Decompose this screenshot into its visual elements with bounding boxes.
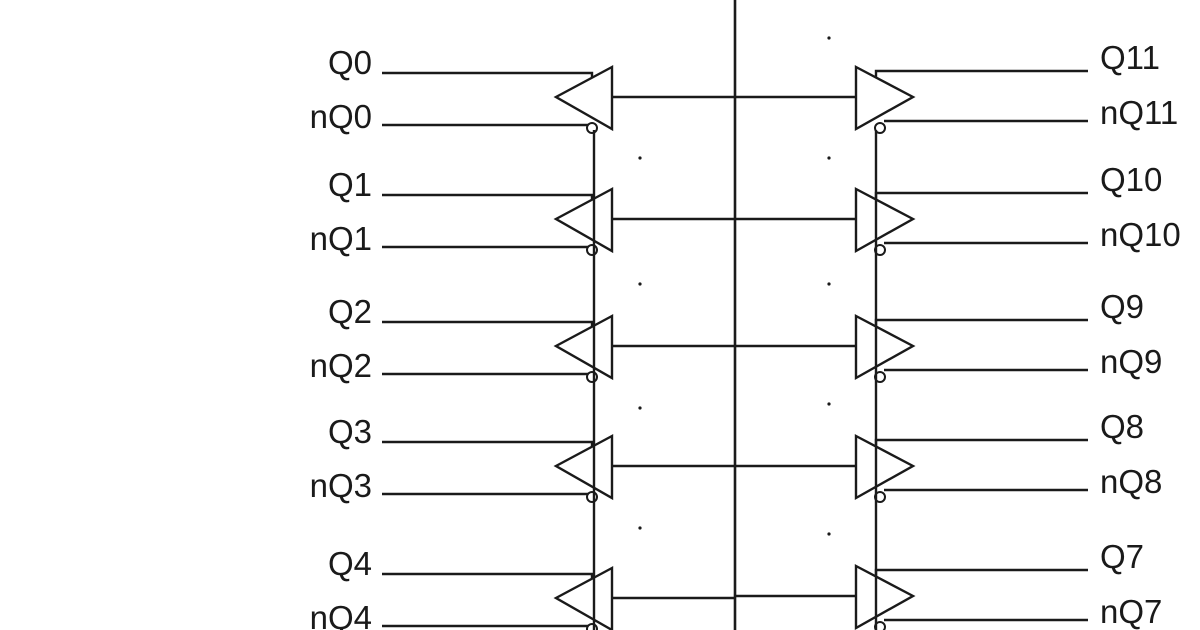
dot-marker — [827, 282, 831, 286]
buffer-symbol — [854, 314, 916, 381]
q-output-wire — [382, 440, 594, 452]
inversion-bubble — [586, 244, 598, 256]
inversion-bubble — [586, 623, 598, 630]
dot-markers — [638, 36, 831, 536]
right-buffer-row: Q10 nQ10 — [735, 161, 1181, 256]
q-output-wire — [382, 320, 594, 332]
nq-label: nQ4 — [310, 599, 372, 630]
dot-marker — [638, 406, 642, 410]
dot-marker — [638, 282, 642, 286]
q-label: Q9 — [1100, 288, 1144, 325]
q-label: Q4 — [328, 545, 372, 582]
buffer-symbol — [854, 434, 916, 501]
nq-label: nQ11 — [1100, 94, 1178, 131]
q-output-wire — [874, 69, 1088, 83]
q-label: Q1 — [328, 166, 372, 203]
inversion-bubble — [586, 371, 598, 383]
nq-label: nQ3 — [310, 467, 372, 504]
nq-label: nQ0 — [310, 98, 372, 135]
inversion-bubble — [874, 122, 886, 134]
buffer-symbol — [553, 64, 614, 132]
nq-label: nQ2 — [310, 347, 372, 384]
dot-marker — [827, 532, 831, 536]
buffer-symbol — [553, 186, 614, 254]
dot-marker — [638, 156, 642, 160]
inversion-bubble — [586, 491, 598, 503]
q-output-wire — [382, 193, 594, 205]
buffer-symbol — [553, 565, 614, 630]
buffer-symbol — [854, 187, 916, 254]
q-output-wire — [382, 572, 594, 584]
nq-label: nQ7 — [1100, 593, 1162, 630]
q-label: Q11 — [1100, 39, 1160, 76]
nq-label: nQ8 — [1100, 463, 1162, 500]
dot-marker — [827, 402, 831, 406]
left-buffer-row: Q4 nQ4 — [310, 545, 735, 630]
q-output-wire — [874, 191, 1088, 205]
nq-label: nQ9 — [1100, 343, 1162, 380]
buffer-symbol — [553, 313, 614, 381]
q-label: Q2 — [328, 293, 372, 330]
inversion-bubble — [586, 122, 598, 134]
q-label: Q10 — [1100, 161, 1162, 198]
q-label: Q7 — [1100, 538, 1144, 575]
nq-label: nQ1 — [310, 220, 372, 257]
buffer-symbol — [854, 65, 916, 132]
q-output-wire — [874, 438, 1088, 452]
dot-marker — [638, 526, 642, 530]
q-label: Q0 — [328, 44, 372, 81]
buffer-symbol — [854, 564, 916, 630]
q-label: Q3 — [328, 413, 372, 450]
q-output-wire — [382, 71, 594, 83]
right-buffer-row: Q11 nQ11 — [735, 39, 1178, 134]
q-output-wire — [874, 568, 1088, 582]
dot-marker — [827, 36, 831, 40]
q-label: Q8 — [1100, 408, 1144, 445]
dot-marker — [827, 156, 831, 160]
q-output-wire — [874, 318, 1088, 332]
nq-label: nQ10 — [1100, 216, 1181, 253]
buffer-symbol — [553, 433, 614, 501]
